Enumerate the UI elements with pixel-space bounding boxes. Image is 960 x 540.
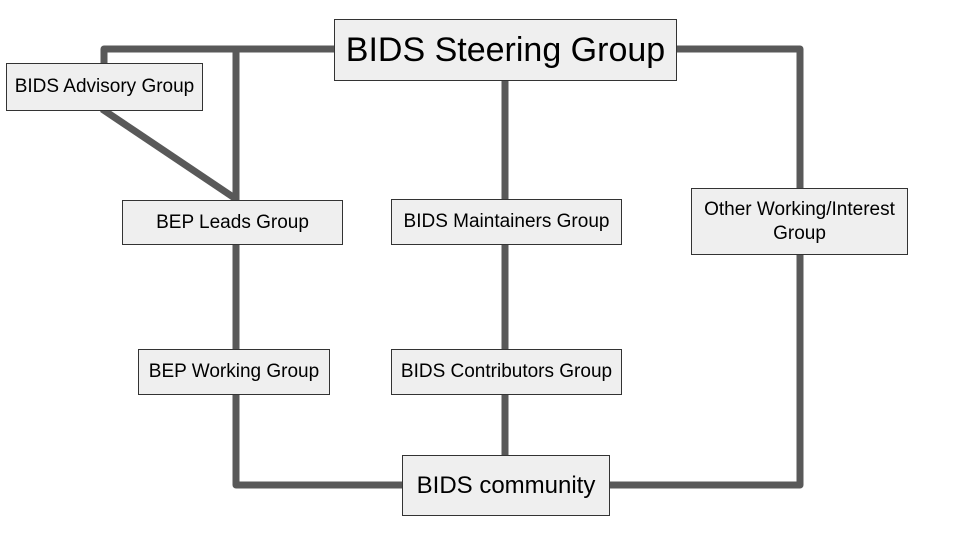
node-bids-community: BIDS community (402, 455, 610, 516)
connector-outer-loop (232, 45, 804, 489)
node-bep-working-group: BEP Working Group (138, 349, 330, 395)
node-bids-maintainers-group: BIDS Maintainers Group (391, 199, 622, 245)
node-bids-advisory-group: BIDS Advisory Group (6, 63, 203, 111)
node-bids-steering-group: BIDS Steering Group (334, 19, 677, 81)
node-bids-contributors-group: BIDS Contributors Group (391, 349, 622, 395)
node-bep-leads-group: BEP Leads Group (122, 200, 343, 245)
connector-advisory-bep-leads (100, 106, 238, 202)
node-other-working-interest-group: Other Working/Interest Group (691, 188, 908, 255)
